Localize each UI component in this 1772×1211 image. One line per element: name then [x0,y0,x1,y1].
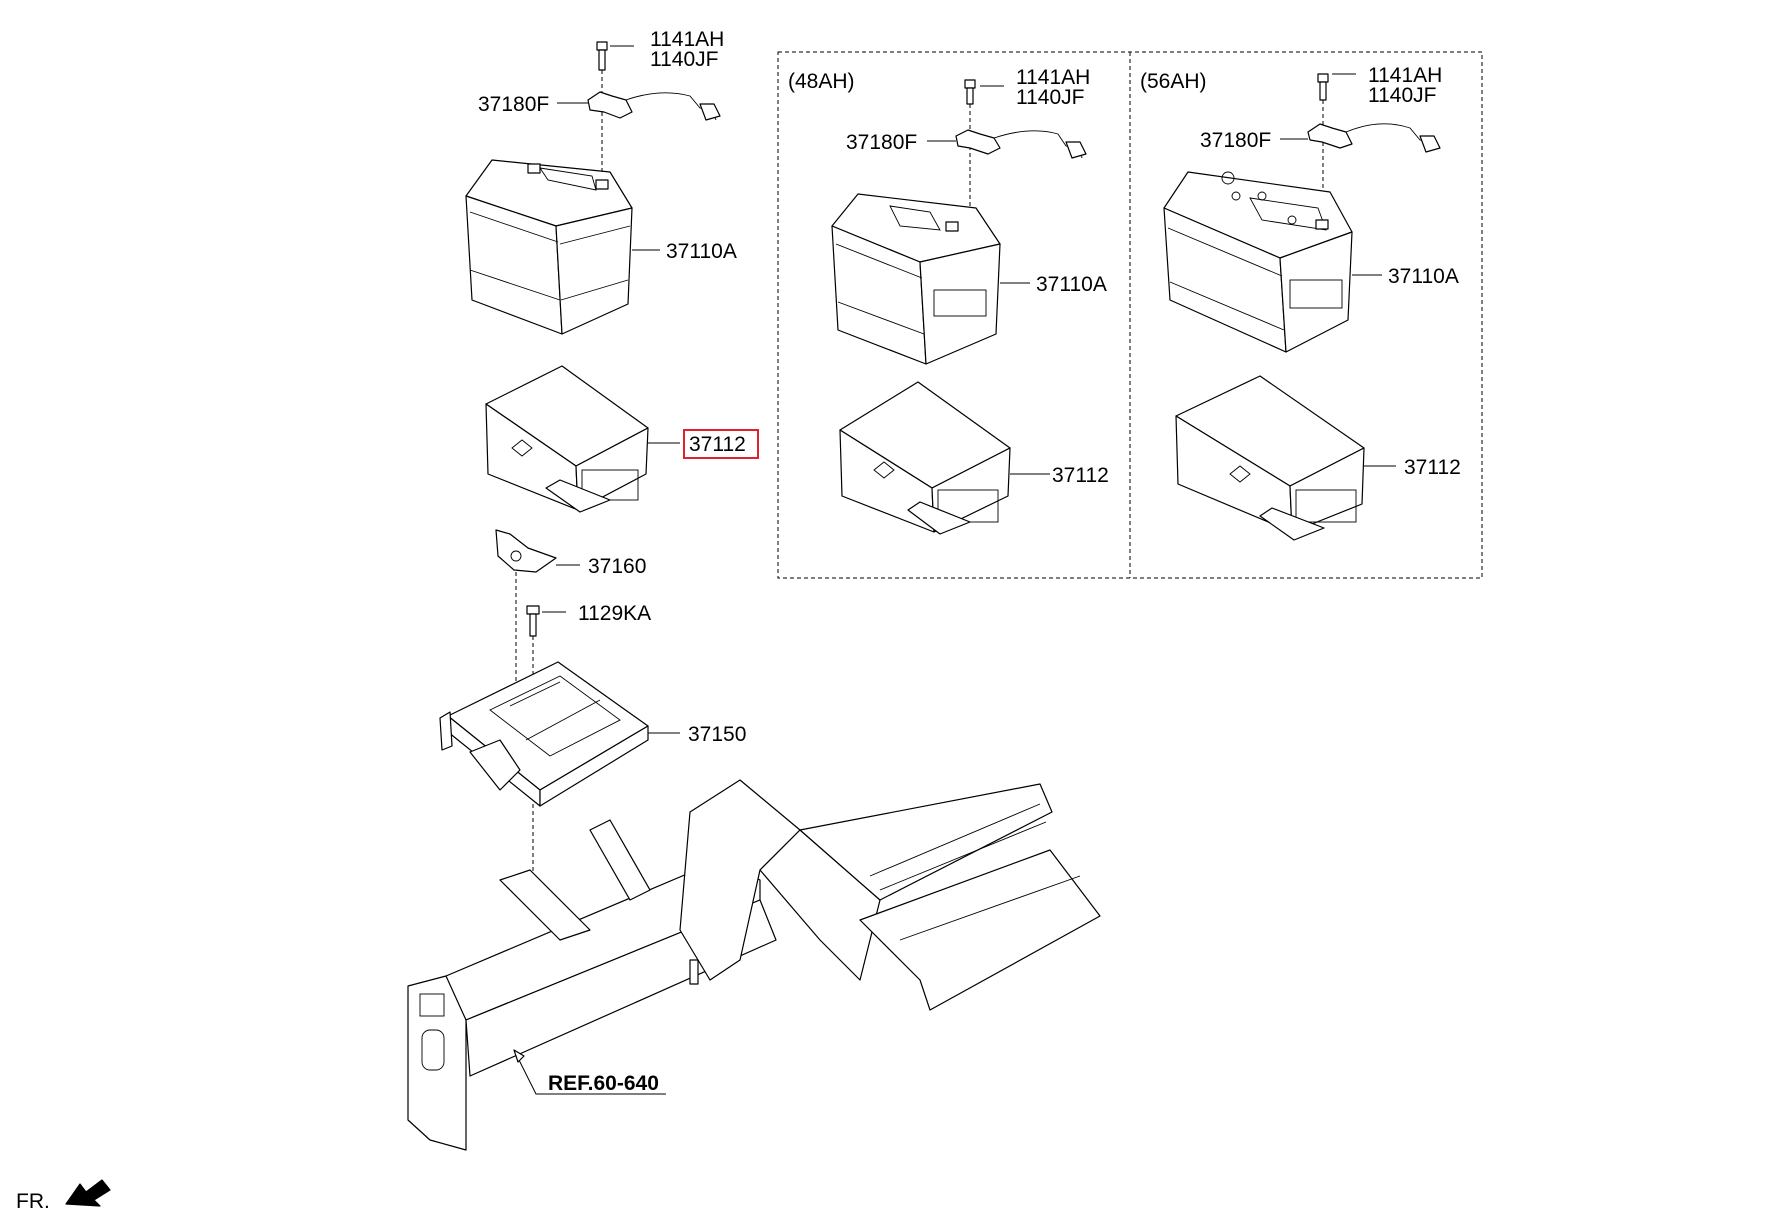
bracket-label[interactable]: 37150 [688,723,746,746]
left-tray-label[interactable]: 37112 [689,433,746,456]
v48-bolt-label-b[interactable]: 1140JF [1016,86,1085,109]
v56-battery-label[interactable]: 37110A [1388,265,1459,288]
v48-battery-tray[interactable] [839,381,1050,535]
v48-battery[interactable] [831,193,1030,365]
left-terminal-bolt[interactable] [596,41,634,71]
battery-bracket[interactable] [439,661,680,807]
v48-cable-label[interactable]: 37180F [846,131,917,154]
ref-leader [513,1049,666,1095]
variant-56ah [1163,73,1441,541]
front-arrow-icon [65,1179,111,1207]
v56-bolt-label-a[interactable]: 1141AH [1368,64,1442,87]
front-label: FR. [16,1190,50,1211]
selected-part-highlight [683,429,759,459]
body-frame [407,779,1101,1151]
left-battery[interactable] [465,159,660,335]
left-cable-label[interactable]: 37180F [478,93,549,116]
clamp-label[interactable]: 37160 [588,555,646,578]
left-bolt-label-b[interactable]: 1140JF [650,48,719,71]
v56-bolt-label-b[interactable]: 1140JF [1368,84,1437,107]
v56-battery[interactable] [1163,171,1382,353]
left-battery-label[interactable]: 37110A [666,240,737,263]
v56-cable-label[interactable]: 37180F [1200,129,1271,152]
v48-tray-label[interactable]: 37112 [1052,464,1109,487]
variant-56ah-title: (56AH) [1140,70,1207,93]
variant-48ah [831,79,1087,535]
tray-bolt[interactable] [526,605,566,637]
v48-terminal-bolt[interactable] [964,79,1004,105]
v48-battery-cable[interactable] [927,129,1087,159]
v56-battery-cable[interactable] [1280,123,1441,153]
v48-battery-label[interactable]: 37110A [1036,273,1107,296]
v56-tray-label[interactable]: 37112 [1404,456,1461,479]
variant-48ah-title: (48AH) [788,70,855,93]
left-battery-tray[interactable] [485,365,680,513]
v56-battery-tray[interactable] [1175,375,1396,541]
left-bolt-label-a[interactable]: 1141AH [650,28,724,51]
v48-bolt-label-a[interactable]: 1141AH [1016,66,1090,89]
tray-bolt-label[interactable]: 1129KA [578,602,651,625]
clamp[interactable] [495,529,580,573]
v56-terminal-bolt[interactable] [1317,73,1356,101]
left-battery-cable[interactable] [557,91,721,121]
ref-label[interactable]: REF.60-640 [548,1072,659,1095]
left-assembly [407,41,1101,1151]
